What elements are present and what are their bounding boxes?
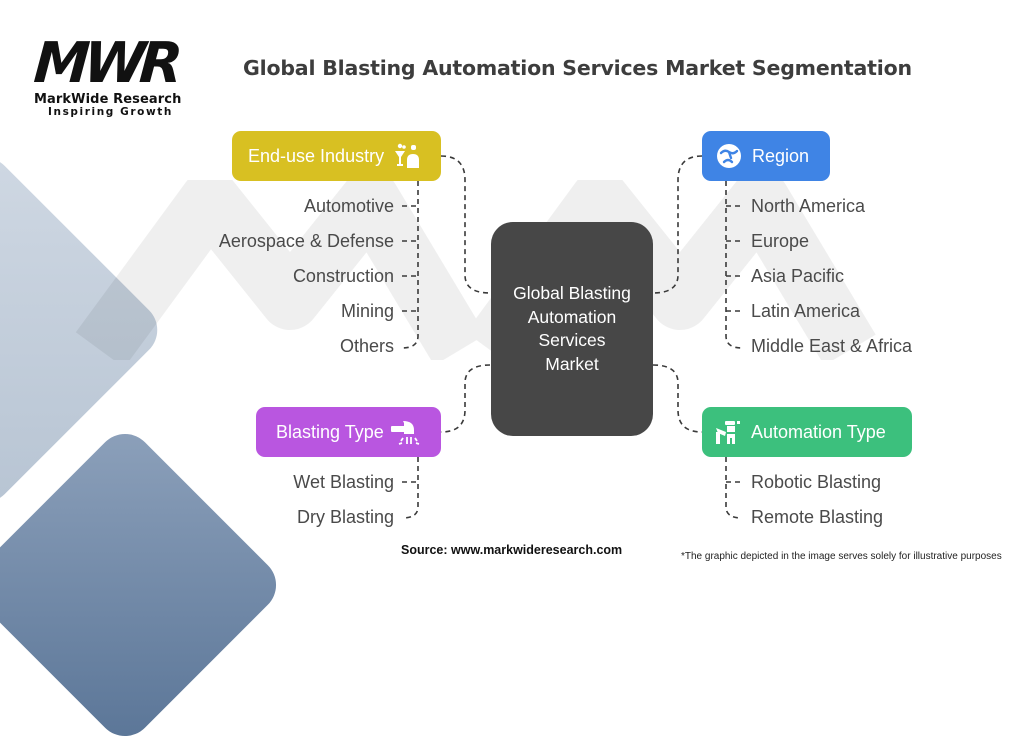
connector-automation-list xyxy=(725,457,743,519)
list-item: Aerospace & Defense xyxy=(218,231,394,251)
connector-region-center xyxy=(652,155,703,294)
blaster-nozzle-icon xyxy=(390,417,420,447)
logo-tagline: Inspiring Growth xyxy=(48,106,173,118)
list-item: Dry Blasting xyxy=(296,507,394,527)
list-item: Automotive xyxy=(303,196,394,216)
industry-worker-icon xyxy=(392,141,422,171)
connector-blasting-list xyxy=(401,457,419,519)
brand-logo: MWR MarkWide Research Inspiring Growth xyxy=(31,31,189,118)
segment-end-use-industry: End-use Industry xyxy=(232,131,441,181)
list-item: Asia Pacific xyxy=(751,266,845,286)
connector-region-list xyxy=(725,181,743,349)
segment-label: Blasting Type xyxy=(276,421,384,442)
segment-automation-type: Automation Type xyxy=(702,407,912,457)
list-item: Latin America xyxy=(751,301,861,321)
segment-blasting-type: Blasting Type xyxy=(256,407,441,457)
list-item: Mining xyxy=(340,301,394,321)
globe-icon xyxy=(714,141,744,171)
segment-label: Region xyxy=(752,145,810,166)
background-shape-dark xyxy=(0,422,288,748)
list-item: Construction xyxy=(292,266,394,286)
list-item: Remote Blasting xyxy=(751,507,884,527)
connector-end-use-center xyxy=(440,155,491,294)
center-market-node: Global Blasting Automation Services Mark… xyxy=(491,222,653,436)
segment-region: Region xyxy=(702,131,830,181)
robot-arm-icon xyxy=(713,417,743,447)
list-item: Others xyxy=(339,336,394,356)
logo-name: MarkWide Research xyxy=(34,92,182,107)
list-item: Europe xyxy=(751,231,810,251)
center-label: Global Blasting Automation Services Mark… xyxy=(513,283,631,374)
list-item: Wet Blasting xyxy=(293,472,394,492)
connector-end-use-list xyxy=(401,181,419,349)
connector-automation-center xyxy=(652,364,703,433)
list-item: North America xyxy=(751,196,866,216)
disclaimer-note: *The graphic depicted in the image serve… xyxy=(681,551,1002,562)
list-item: Robotic Blasting xyxy=(751,472,882,492)
segment-label: End-use Industry xyxy=(248,145,385,166)
list-item: Middle East & Africa xyxy=(751,336,913,356)
connector-blasting-center xyxy=(440,364,491,433)
source-credit: Source: www.markwideresearch.com xyxy=(401,543,623,557)
segment-label: Automation Type xyxy=(751,421,886,442)
logo-mark: MWR xyxy=(31,31,179,96)
page-title: Global Blasting Automation Services Mark… xyxy=(243,56,912,80)
